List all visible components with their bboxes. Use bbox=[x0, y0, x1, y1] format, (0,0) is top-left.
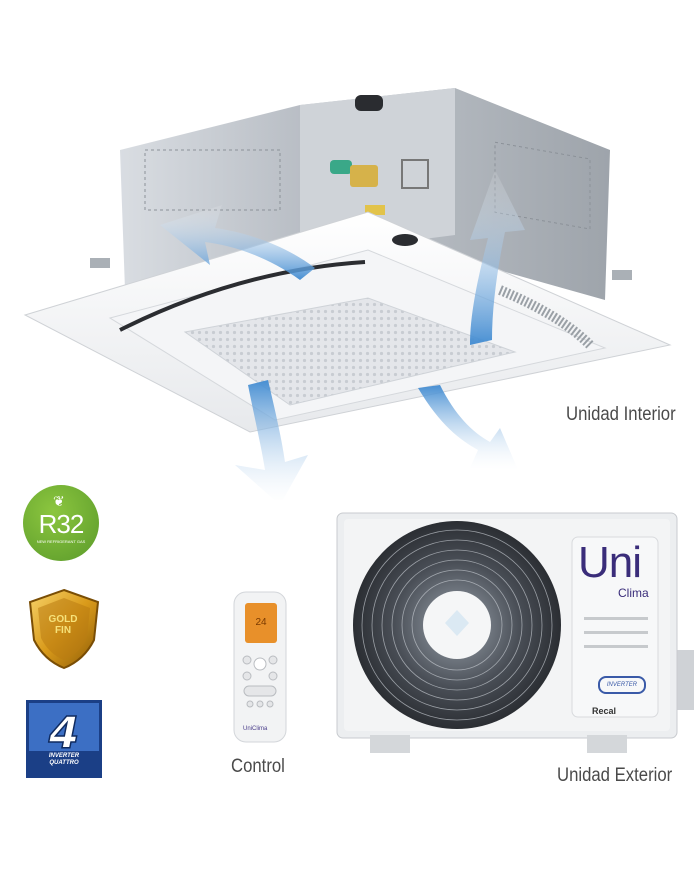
inverter-line2: QUATTRO bbox=[49, 760, 79, 766]
r32-label: R32 bbox=[38, 509, 85, 539]
airflow-arrow-down-right bbox=[418, 385, 518, 470]
airflow-arrow-down-left bbox=[235, 380, 308, 500]
indoor-cassette-illustration bbox=[23, 88, 672, 500]
inverter-line1: INVERTER bbox=[48, 753, 80, 759]
outdoor-unit-label: Unidad Exterior bbox=[557, 765, 673, 786]
uni-wordmark: Uni bbox=[578, 538, 642, 587]
airflow-arrow-up-right bbox=[470, 170, 525, 345]
gold-fin-line2: FIN bbox=[54, 625, 72, 636]
gold-fin-label: GOLD FIN bbox=[38, 614, 88, 636]
gold-fin-badge bbox=[28, 588, 100, 670]
cassette-front-panel bbox=[23, 211, 672, 433]
recal-logo: Recal bbox=[592, 706, 617, 716]
leaf-icon: ❦ bbox=[53, 493, 65, 509]
gold-fin-line1: GOLD bbox=[48, 614, 78, 625]
airflow-arrows bbox=[160, 170, 525, 500]
clima-wordmark: Clima bbox=[618, 586, 649, 600]
inverter-quattro-label: INVERTER QUATTRO bbox=[34, 753, 94, 767]
inverter-chip-logo: INVERTER bbox=[598, 676, 646, 694]
indoor-unit-label: Unidad Interior bbox=[566, 404, 676, 425]
r32-sub-label: NEW REFRIGERANT GAS bbox=[36, 539, 86, 544]
r32-refrigerant-badge: ❦ R32 NEW REFRIGERANT GAS bbox=[23, 485, 99, 561]
cassette-housing bbox=[90, 88, 632, 300]
remote-display: 24 bbox=[245, 603, 277, 643]
inverter-quattro-badge: 4 bbox=[26, 700, 102, 778]
airflow-arrow-up-left bbox=[160, 205, 315, 280]
remote-brand-label: UniClima bbox=[243, 726, 268, 732]
remote-control-label: Control bbox=[231, 756, 285, 777]
uniclima-logo: Uni Clima bbox=[578, 538, 649, 600]
svg-text:4: 4 bbox=[48, 708, 80, 759]
outdoor-unit-illustration bbox=[336, 512, 694, 753]
